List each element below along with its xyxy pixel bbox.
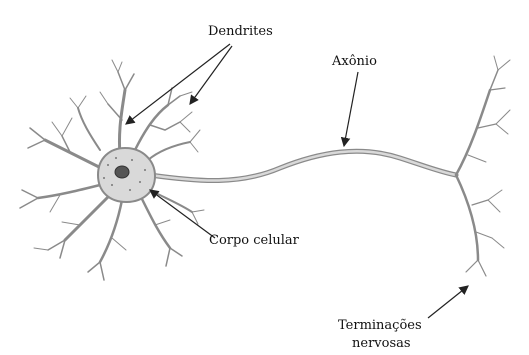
label-axon: Axônio	[332, 54, 377, 69]
cell-body	[98, 148, 155, 202]
label-nerve-terminals-line2: nervosas	[352, 336, 411, 351]
axon-terminals	[456, 56, 510, 276]
axon	[150, 151, 456, 180]
label-dendrites: Dendrites	[208, 24, 273, 39]
label-cell-body: Corpo celular	[209, 233, 299, 248]
arrow-terminals	[428, 286, 468, 318]
arrow-dendrites-1	[126, 44, 230, 124]
label-nerve-terminals-line1: Terminações	[338, 318, 422, 333]
pointer-arrows	[126, 44, 468, 318]
nucleus	[115, 166, 129, 178]
arrow-dendrites-2	[190, 46, 232, 104]
arrow-axon	[344, 72, 358, 146]
